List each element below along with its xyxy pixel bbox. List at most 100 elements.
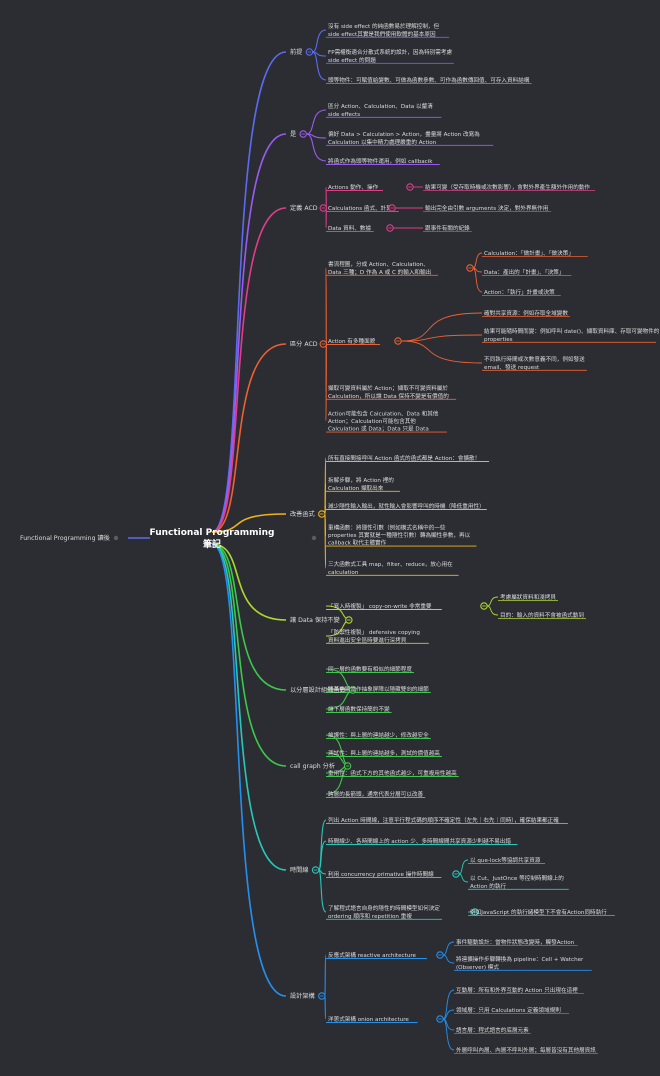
leaf-text: 語言層：程式語言的底層元素 [456,1026,529,1034]
grandchild-connector [472,252,483,269]
node-text: 所有直接間接呼叫 Action 函式的函式都是 Action：會擴散！ [328,454,480,462]
leaf-text: 確對共享資源：例如存取全域變數 [484,309,568,317]
node-text: 洋蔥式架構 onion architecture [328,1015,409,1023]
node-text: Calculations 函式、計算 [328,204,392,212]
left-label-text: Functional Programming 讀後 [20,534,111,542]
node-text: 頭等物件：可賦值給變數、可做為函數參數、可作為函數傳回值、可存入資料結構 [328,76,530,84]
grandchild-connector [400,334,483,342]
child-connector [306,133,327,162]
child-connector [318,869,327,913]
node-text: Action 有多種面貌 [328,337,376,345]
grandchild-connector [442,989,455,1020]
branch-connector [211,513,287,533]
node-text: 反應式架構 reactive architecture [328,951,417,959]
leaf-text: 以 que-lock等協調共享資源 [470,856,541,864]
grandchild-connector [458,859,469,875]
branch-label: call graph 分析 [290,762,335,770]
node-text: 跨層的長箭頭，通常代表分層可以改善 [328,790,424,798]
node-text: 讓下層函數保持簡約不變 [328,705,390,713]
branch-connector [211,543,287,621]
leaf-text: 領域層：只用 Calculations 定義領域規則 [456,1006,561,1014]
grandchild-connector [442,1009,455,1020]
branch-label: 改善函式 [290,510,315,518]
branch-connector [211,207,287,533]
left-link-icon [113,535,119,541]
leaf-text: 結果可變（受存取時機或次數影響），會對外界產生額外作用的動作 [425,183,590,191]
node-text: 「寫入時複製」 copy-on-write 非常重要 [328,602,432,610]
right-link-icon [311,535,317,541]
node-text: 重用性：函式下方的其他函式越少，可重複用性越高 [328,769,457,777]
node-text: 測試性：與上層的連結越多，測試的價值越高 [328,749,440,757]
branch-connector [211,543,287,691]
child-connector [324,954,327,997]
child-connector [324,995,327,1020]
grandchild-connector [400,340,483,364]
grandchild-connector [458,873,469,883]
node-text: 利用 concurrency primative 操作時間線 [328,870,434,878]
branch-connector [211,543,287,871]
node-text: 減少隱性輸入輸出，就性輸入會影響呼叫的時機（降低重用性） [328,502,485,510]
child-connector [306,109,327,135]
branch-connector [211,543,287,997]
grandchild-connector [486,605,499,616]
grandchild-connector [442,954,455,964]
child-connector [312,51,327,81]
node-text: Data 資料、數據 [328,224,372,232]
leaf-text: 例如JavaScript 的執行緒模型下不會有Action同時執行 [470,908,607,916]
branch-connector [211,543,287,767]
node-text: 時間線少、各時間線上的 action 少、多時間線間共享資源少則越不易出錯 [328,837,511,845]
branch-connector [211,343,287,533]
node-text: 將某些層當作抽象屏障以隱藏雙向的細節 [328,685,429,693]
branch-label: 時間線 [290,866,309,874]
node-text: 偏好 Data > Calculation > Action，盡量將 Actio… [328,130,480,146]
leaf-text: 輸出完全由引數 arguments 決定，對外界無作用 [425,204,548,212]
node-text: 列出 Action 時間線，注意平行程式碼的順序不確定性（左先｜右先｜同時），確… [328,816,559,824]
leaf-text: 跟事件有關的紀錄 [425,224,470,232]
child-connector [318,840,327,871]
leaf-text: 外層呼叫內層、內層不呼叫外層；每層皆沒有其他層資訊 [456,1046,596,1054]
node-text: Actions 動作、操作 [328,183,379,191]
branch-label: 讓 Data 保持不變 [290,616,340,624]
leaf-text: 事件驅動設計：當物件狀態改變時，觸發Action [456,938,575,946]
branch-label: 是 [290,131,296,138]
branch-label: 前提 [290,48,302,56]
branch-label: 區分 ACD [290,340,318,348]
grandchild-connector [400,312,483,342]
branch-label: 以分層設計組織函數 [290,686,346,694]
branch-label: 定義 ACD [290,204,318,212]
branch-connector [211,133,287,533]
node-text: 同一層的函數要有相似的細節程度 [328,665,412,673]
child-connector [312,29,327,53]
leaf-text: 互動層：所有和外界互動的 Action 只出現在這裡 [456,986,578,994]
leaf-text: Data：產出的「計畫」、「決策」 [484,268,564,276]
grandchild-connector [486,596,499,607]
leaf-text: 考慮屬狀資料和淺拷貝 [500,593,556,601]
branch-label: 設計架構 [290,992,315,1000]
grandchild-connector [442,1018,455,1051]
grandchild-connector [472,267,483,293]
leaf-text: 目的：輸入的資料不會被函式動到 [500,611,584,619]
node-text: 書流程圖，分成 Action、Calculation、Data 三種；D 作為 … [328,260,431,276]
node-text: 將函式作為頭等物件運用，例如 callbacik [328,157,433,165]
child-connector [324,513,327,569]
leaf-text: 將連擴操作步驟轉換為 pipeline：Cell + Watcher(Obser… [456,955,584,971]
connector-lines [128,29,656,1054]
branch-connector [211,51,287,533]
leaf-text: Calculation：「做計畫」、「做決策」 [484,249,574,257]
